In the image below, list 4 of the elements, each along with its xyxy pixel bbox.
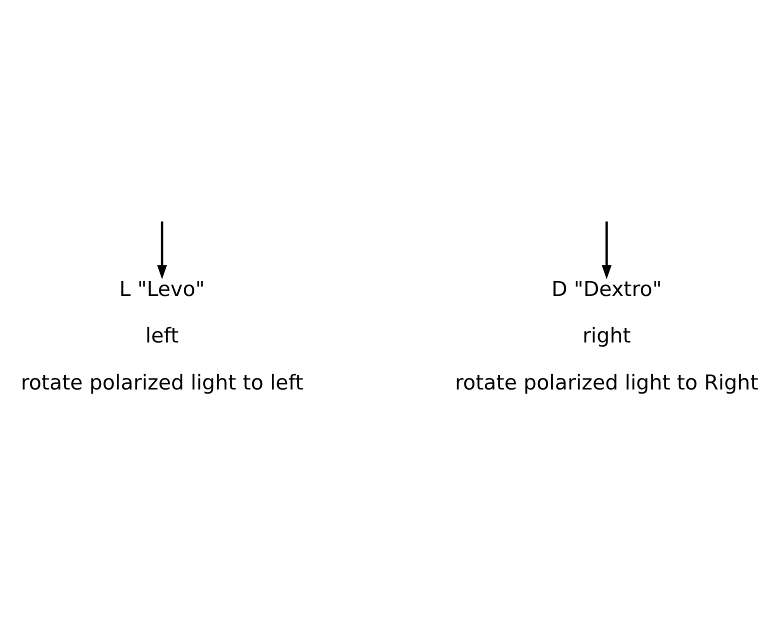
node-text: L "Levo" left rotate polarized light to left (20, 276, 304, 394)
node-text: D "Dextro" right rotate polarized light to Right (454, 276, 758, 394)
arrow (602, 221, 612, 279)
arrow (157, 221, 167, 279)
